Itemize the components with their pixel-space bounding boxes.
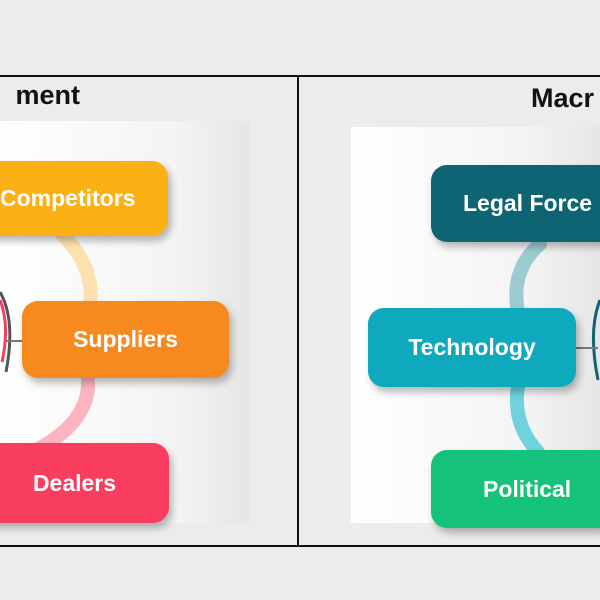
right-section-heading: Macr <box>531 83 595 113</box>
diagram-frame <box>0 75 600 547</box>
left-section-heading: ment <box>15 80 80 110</box>
section-divider <box>297 75 299 545</box>
suppliers-label: Suppliers <box>73 326 178 352</box>
right-arc-upper <box>509 237 547 319</box>
suppliers-box: Suppliers <box>22 301 229 378</box>
legal-force-box: Legal Force <box>431 165 600 242</box>
right-arc-lower <box>509 379 545 459</box>
dealers-label: Dealers <box>32 469 117 496</box>
competitors-label: Competitors <box>0 185 136 211</box>
competitors-box: Competitors <box>0 161 168 236</box>
left-hub-ring-inner <box>0 299 7 363</box>
political-label: Political <box>483 475 572 502</box>
right-hub-ring <box>592 299 600 381</box>
left-hub-ring <box>0 291 12 373</box>
political-box: Political <box>431 450 600 528</box>
left-arc-lower <box>33 373 96 455</box>
dealers-box: Dealers <box>0 443 169 523</box>
technology-label: Technology <box>408 334 536 360</box>
legal-force-label: Legal Force <box>463 190 593 216</box>
technology-box: Technology <box>368 308 576 387</box>
